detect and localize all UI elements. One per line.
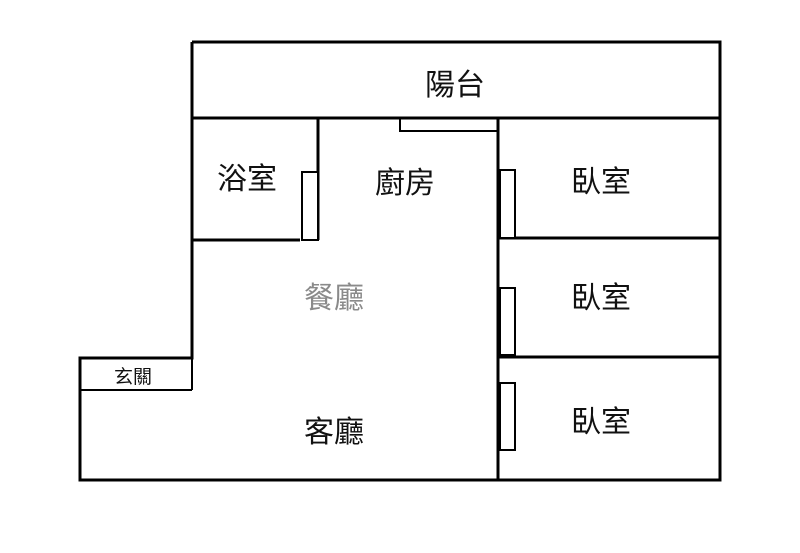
entrance-label: 玄關 bbox=[114, 366, 152, 388]
bedroom-1-door bbox=[499, 169, 516, 239]
bedroom-3-label: 臥室 bbox=[571, 405, 631, 440]
kitchen-label: 廚房 bbox=[375, 166, 435, 201]
bedroom-2-label: 臥室 bbox=[571, 281, 631, 316]
bedroom-3-door bbox=[499, 382, 516, 451]
balcony-opening bbox=[399, 118, 499, 132]
living-label: 客廳 bbox=[304, 415, 364, 450]
dining-label: 餐廳 bbox=[304, 281, 364, 316]
bedroom-1-label: 臥室 bbox=[571, 165, 631, 200]
balcony-label: 陽台 bbox=[425, 68, 485, 103]
bedroom-2-door bbox=[499, 287, 516, 356]
bathroom-door bbox=[301, 171, 319, 241]
bathroom-label: 浴室 bbox=[217, 162, 277, 197]
